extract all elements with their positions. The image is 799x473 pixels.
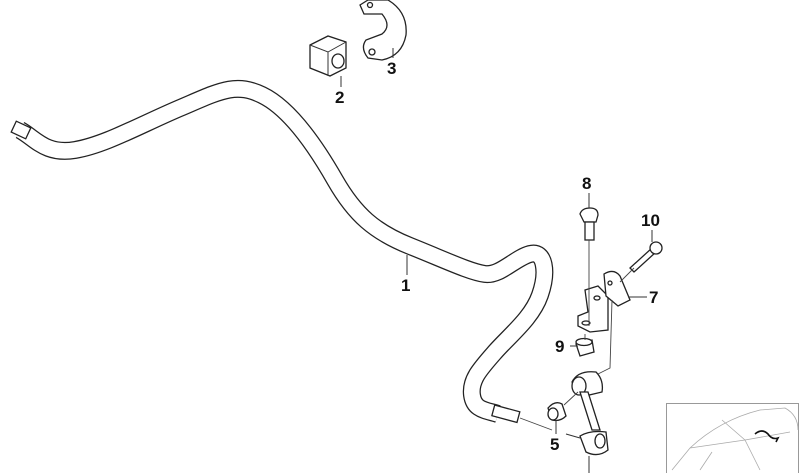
mounting-bracket[interactable] <box>577 270 631 333</box>
stabilizer-bar[interactable] <box>10 79 554 424</box>
rubber-bushing[interactable] <box>547 402 567 422</box>
link-rod[interactable] <box>571 371 609 456</box>
vehicle-location-inset <box>666 403 799 473</box>
part-label-3: 3 <box>387 59 396 78</box>
bushing[interactable] <box>309 35 347 77</box>
part-label-8: 8 <box>582 174 591 193</box>
part-label-1: 1 <box>401 276 410 295</box>
bolt[interactable] <box>579 207 599 241</box>
clamp-bracket[interactable] <box>359 0 407 61</box>
grommet[interactable] <box>575 337 595 357</box>
part-label-2: 2 <box>335 88 344 107</box>
part-label-10: 10 <box>641 211 660 230</box>
part-label-7: 7 <box>649 288 658 307</box>
long-bolt[interactable] <box>629 241 663 273</box>
part-label-5: 5 <box>550 435 559 454</box>
part-label-9: 9 <box>555 337 564 356</box>
